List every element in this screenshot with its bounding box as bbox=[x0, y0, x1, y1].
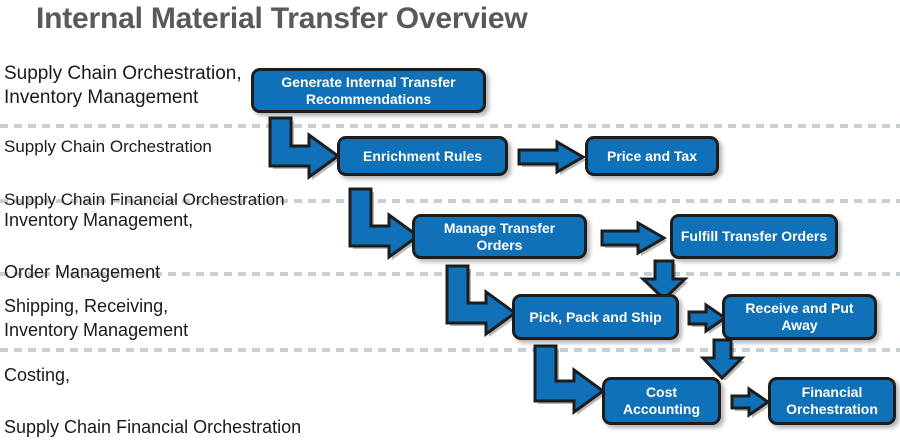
lane-divider-1 bbox=[0, 124, 900, 128]
node-receive-and-put-away[interactable]: Receive and Put Away bbox=[722, 294, 877, 340]
node-enrichment-rules[interactable]: Enrichment Rules bbox=[337, 136, 508, 176]
arrow-cost-accounting-to-financial-orchestration bbox=[729, 386, 771, 418]
lane-label-shipping-receiving: Shipping, Receiving, Inventory Managemen… bbox=[4, 296, 189, 341]
node-financial-orchestration[interactable]: Financial Orchestration bbox=[768, 377, 896, 425]
elbow-arrow-manage-to-pick-pack-and-ship bbox=[443, 261, 521, 337]
arrow-enrichment-to-price-and-tax bbox=[516, 139, 588, 175]
node-generate-internal-transfer-recommendations[interactable]: Generate Internal Transfer Recommendatio… bbox=[251, 68, 486, 113]
node-pick-pack-and-ship[interactable]: Pick, Pack and Ship bbox=[512, 294, 679, 340]
lane-divider-4 bbox=[0, 348, 900, 352]
arrow-manage-to-fulfill-transfer-orders bbox=[599, 220, 669, 256]
node-price-and-tax[interactable]: Price and Tax bbox=[585, 136, 719, 176]
elbow-arrow-pick-pack-to-cost-accounting bbox=[531, 341, 609, 415]
node-fulfill-transfer-orders[interactable]: Fulfill Transfer Orders bbox=[670, 214, 838, 259]
page-title: Internal Material Transfer Overview bbox=[36, 2, 528, 35]
node-cost-accounting[interactable]: Cost Accounting bbox=[602, 377, 721, 425]
node-manage-transfer-orders[interactable]: Manage Transfer Orders bbox=[412, 214, 587, 259]
lane-label-supply-chain-inventory: Supply Chain Orchestration, Inventory Ma… bbox=[4, 63, 242, 109]
arrow-fulfill-to-receive-and-put-away bbox=[637, 258, 695, 302]
arrow-pick-pack-to-receive-and-put-away bbox=[686, 302, 728, 334]
lane-label-costing-financial: Costing, Supply Chain Financial Orchestr… bbox=[4, 365, 302, 438]
elbow-arrow-enrichment-to-manage-transfer-orders bbox=[346, 184, 424, 260]
elbow-arrow-recommendations-to-enrichment bbox=[266, 113, 346, 180]
lane-label-inventory-order: Inventory Management, Order Management bbox=[4, 210, 194, 283]
lane-divider-2 bbox=[0, 199, 900, 203]
arrow-receive-to-financial-orchestration bbox=[697, 337, 752, 381]
lane-label-supply-chain-financial: Supply Chain Orchestration Supply Chain … bbox=[4, 137, 285, 209]
